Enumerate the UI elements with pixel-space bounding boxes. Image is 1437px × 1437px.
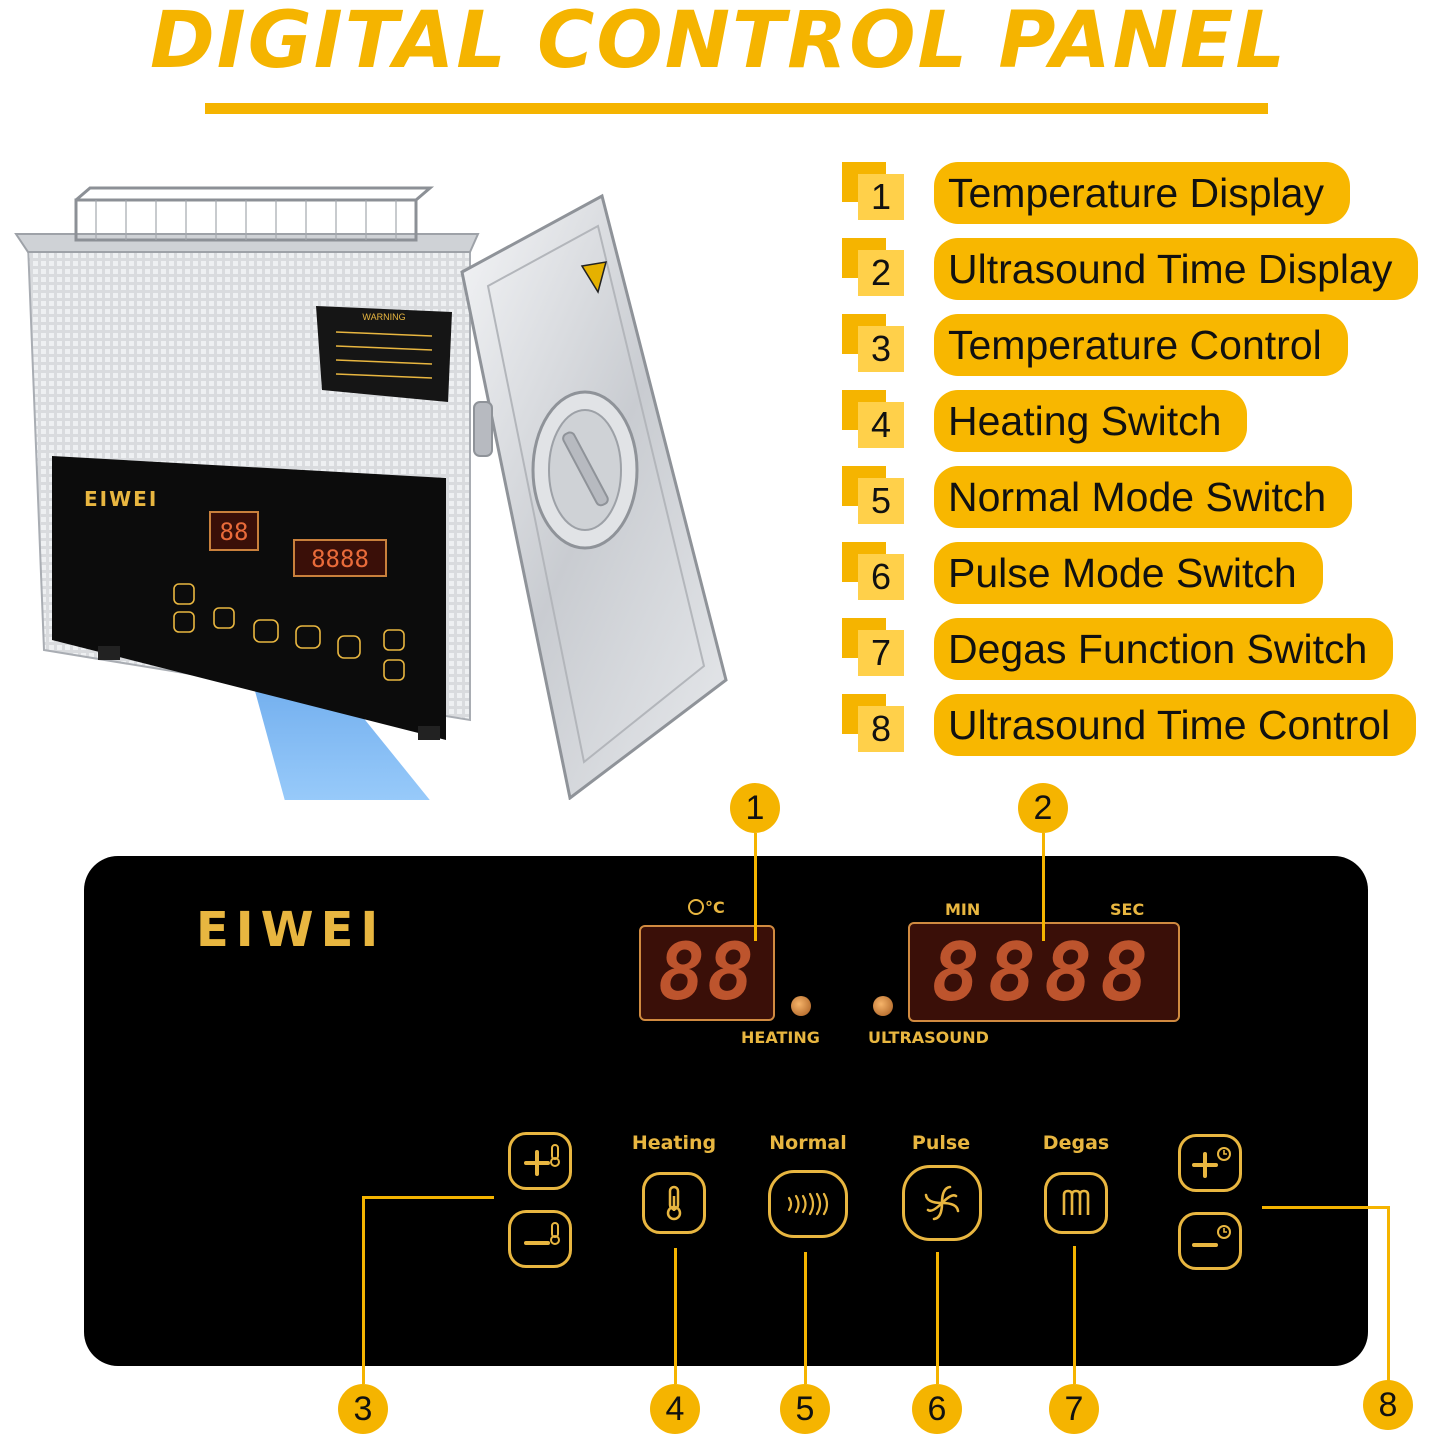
legend-number: 4	[858, 402, 904, 448]
callout-8-leader-v	[1387, 1206, 1390, 1382]
warning-sticker-title: WARNING	[362, 312, 405, 322]
degas-button-label: Degas	[1042, 1132, 1110, 1154]
heating-button[interactable]	[642, 1172, 706, 1234]
callout-1-leader	[754, 833, 757, 941]
degas-coil-icon	[1062, 1189, 1090, 1215]
minutes-label: MIN	[945, 900, 981, 919]
normal-button-label: Normal	[769, 1132, 847, 1154]
minus-thermometer-icon	[524, 1222, 560, 1245]
temp-unit: °C	[705, 898, 725, 917]
legend-number-box: 2	[842, 238, 904, 296]
callout-8: 8	[1363, 1380, 1413, 1430]
legend-label: Ultrasound Time Display	[934, 238, 1419, 300]
legend-label: Ultrasound Time Control	[934, 694, 1417, 756]
degas-button[interactable]	[1044, 1172, 1108, 1234]
legend-number-box: 3	[842, 314, 904, 372]
legend-item-7: 7 Degas Function Switch	[842, 618, 1432, 684]
callout-6-leader	[936, 1252, 939, 1384]
page-title: DIGITAL CONTROL PANEL	[149, 0, 1288, 86]
temp-unit-label: °C	[688, 898, 725, 917]
ultrasonic-cleaner-illustration: WARNING EIWEI 88 8888	[14, 186, 728, 800]
legend-item-2: 2 Ultrasound Time Display	[842, 238, 1432, 304]
time-digits: 8888	[931, 925, 1157, 1019]
legend-number: 3	[858, 326, 904, 372]
pulse-mode-button[interactable]	[902, 1165, 982, 1241]
product-brand: EIWEI	[84, 487, 158, 511]
product-time-digits: 8888	[311, 545, 369, 573]
thermometer-icon	[666, 1185, 682, 1221]
legend-number-box: 8	[842, 694, 904, 752]
legend-number: 7	[858, 630, 904, 676]
legend-number: 5	[858, 478, 904, 524]
pulse-button-label: Pulse	[911, 1132, 971, 1154]
callout-8-leader-h	[1262, 1206, 1390, 1209]
temperature-up-button[interactable]	[508, 1132, 572, 1190]
time-up-button[interactable]	[1178, 1134, 1242, 1192]
time-down-button[interactable]	[1178, 1212, 1242, 1270]
callout-2-leader	[1042, 833, 1045, 941]
legend-number-box: 5	[842, 466, 904, 524]
minus-clock-icon	[1192, 1225, 1231, 1247]
legend-number: 1	[858, 174, 904, 220]
legend-label: Pulse Mode Switch	[934, 542, 1323, 604]
sound-waves-icon	[787, 1192, 829, 1216]
callout-5-leader	[804, 1252, 807, 1384]
callout-5: 5	[780, 1384, 830, 1434]
callout-3-leader-v	[362, 1196, 365, 1384]
callout-7: 7	[1049, 1384, 1099, 1434]
heating-button-label: Heating	[631, 1132, 717, 1154]
normal-mode-button[interactable]	[768, 1170, 848, 1238]
seconds-label: SEC	[1110, 900, 1145, 919]
legend-item-8: 8 Ultrasound Time Control	[842, 694, 1432, 760]
thermometer-circle-icon	[688, 899, 704, 915]
temperature-display: 88	[639, 925, 775, 1021]
legend-label: Degas Function Switch	[934, 618, 1394, 680]
ultrasound-indicator-label: ULTRASOUND	[868, 1028, 989, 1047]
legend-number: 8	[858, 706, 904, 752]
fan-swirl-icon	[924, 1185, 960, 1221]
ultrasound-time-display: 8888	[908, 922, 1180, 1022]
legend-number-box: 1	[842, 162, 904, 220]
legend-label: Temperature Display	[934, 162, 1350, 224]
legend-label: Heating Switch	[934, 390, 1248, 452]
product-temp-digits: 88	[220, 518, 249, 546]
callout-4-leader	[674, 1248, 677, 1384]
legend-number: 2	[858, 250, 904, 296]
temperature-digits: 88	[658, 928, 756, 1018]
legend-item-4: 4 Heating Switch	[842, 390, 1432, 456]
legend-label: Normal Mode Switch	[934, 466, 1353, 528]
heating-indicator-label: HEATING	[741, 1028, 820, 1047]
panel-brand: EIWEI	[196, 902, 386, 958]
legend-item-1: 1 Temperature Display	[842, 162, 1432, 228]
callout-7-leader	[1073, 1246, 1076, 1384]
legend-number-box: 6	[842, 542, 904, 600]
legend-number-box: 7	[842, 618, 904, 676]
ultrasound-indicator-led	[873, 996, 893, 1016]
plus-clock-icon	[1192, 1147, 1231, 1178]
plus-thermometer-icon	[524, 1144, 560, 1176]
callout-3: 3	[338, 1384, 388, 1434]
temperature-down-button[interactable]	[508, 1210, 572, 1268]
legend-item-6: 6 Pulse Mode Switch	[842, 542, 1432, 608]
callout-2: 2	[1018, 783, 1068, 833]
legend-item-5: 5 Normal Mode Switch	[842, 466, 1432, 532]
callout-1: 1	[730, 783, 780, 833]
callout-6: 6	[912, 1384, 962, 1434]
legend-number-box: 4	[842, 390, 904, 448]
title-underline	[205, 103, 1268, 114]
legend-label: Temperature Control	[934, 314, 1348, 376]
callout-4: 4	[650, 1384, 700, 1434]
legend-item-3: 3 Temperature Control	[842, 314, 1432, 380]
callout-3-leader-h	[362, 1196, 494, 1199]
heating-indicator-led	[791, 996, 811, 1016]
legend-number: 6	[858, 554, 904, 600]
